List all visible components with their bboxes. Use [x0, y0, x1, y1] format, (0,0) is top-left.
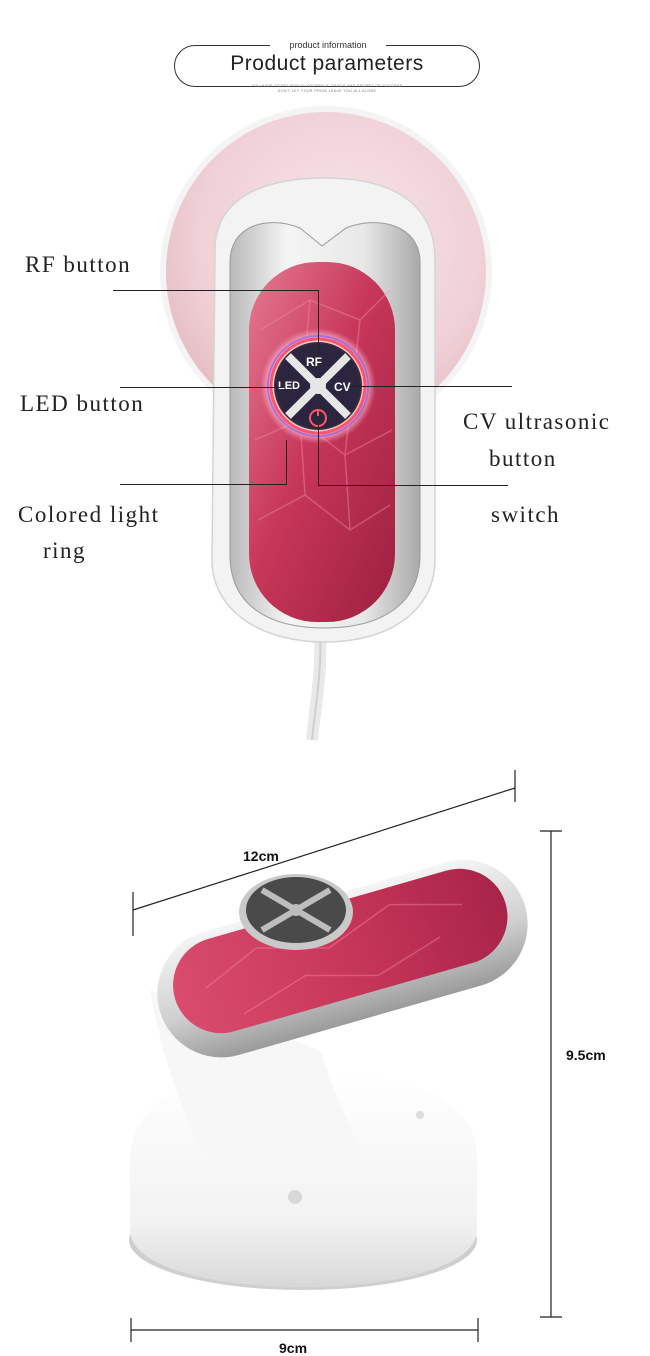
callout-ring-line-2: ring	[43, 538, 87, 563]
dimension-height-line	[540, 830, 562, 1318]
header-subtitle-line-1: YOU HAVE TO BELIEVE IN YOURSELF, THAT'S …	[251, 84, 403, 88]
device-rf-button-label: RF	[306, 355, 322, 369]
device-cv-button-label: CV	[334, 380, 351, 394]
callout-switch: switch	[491, 502, 561, 527]
leader-led	[120, 387, 284, 388]
leader-switch-horizontal	[318, 485, 508, 486]
dimension-base-label: 9cm	[279, 1340, 308, 1356]
leader-ring-horizontal	[120, 484, 287, 485]
device-side-view-illustration	[129, 859, 528, 1290]
leader-cv	[350, 386, 512, 387]
dimension-length-label: 12cm	[243, 848, 279, 864]
callout-rf-button: RF button	[25, 252, 132, 277]
header-subtitle: YOU HAVE TO BELIEVE IN YOURSELF, THAT'S …	[174, 84, 480, 94]
callout-cv-line-1: CV ultrasonic	[463, 409, 611, 434]
leader-rf-horizontal	[113, 290, 319, 291]
dimension-base-line	[130, 1318, 479, 1342]
dimension-length-line	[132, 770, 516, 936]
header-caption: product information	[270, 38, 386, 52]
leader-switch-vertical	[318, 424, 319, 486]
device-led-button-label: LED	[278, 380, 300, 392]
dimension-height-label: 9.5cm	[566, 1047, 606, 1063]
device-top-view-illustration	[160, 106, 492, 741]
leader-rf-vertical	[318, 290, 319, 356]
callout-ring-line-1: Colored light	[18, 502, 160, 527]
callout-led-button: LED button	[20, 391, 145, 416]
callout-cv-line-2: button	[489, 446, 557, 471]
page-title: Product parameters	[230, 52, 424, 75]
header-subtitle-line-2: DON'T LET YOUR PRIDE LEAVE YOU ALL ALONE	[277, 89, 377, 93]
leader-ring-vertical	[286, 440, 287, 485]
